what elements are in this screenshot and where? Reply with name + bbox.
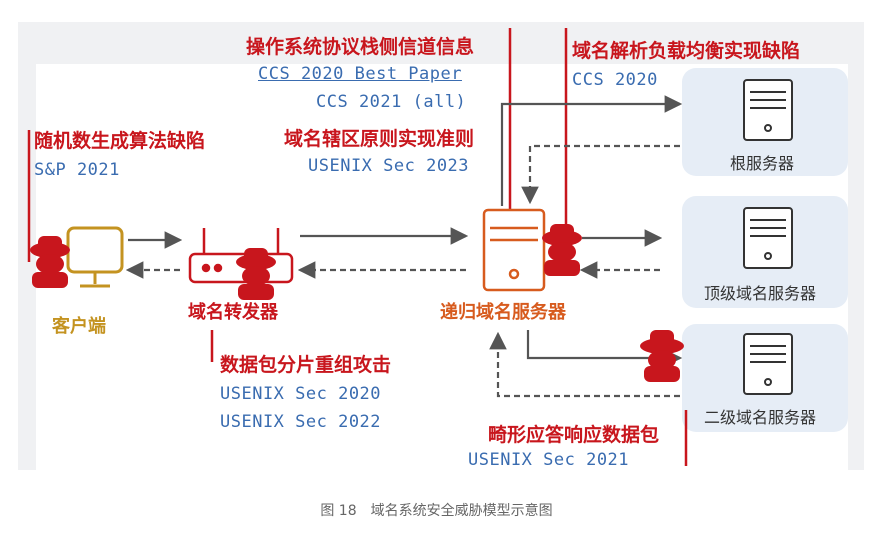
forwarder-label: 域名转发器 — [188, 302, 278, 323]
arrow-root-resolver — [521, 144, 680, 205]
sp2021-label: S&P 2021 — [34, 160, 120, 180]
tld-server-label: 顶级域名服务器 — [704, 284, 817, 303]
usenix2020-label: USENIX Sec 2020 — [220, 384, 382, 404]
ccs2020-label: CCS 2020 — [572, 70, 658, 90]
root-server-label: 根服务器 — [730, 154, 795, 173]
attacker-icon-forwarder — [236, 248, 276, 300]
attacker-icon-sld — [640, 330, 684, 382]
tld-server-icon — [743, 207, 793, 269]
sld-server-icon — [743, 333, 793, 395]
os-side-channel-label: 操作系统协议栈侧信道信息 — [246, 36, 475, 58]
root-server-icon — [743, 79, 793, 141]
attacker-icon-resolver — [542, 224, 582, 276]
usenix2021-label: USENIX Sec 2021 — [468, 450, 630, 470]
sld-server-label: 二级域名服务器 — [704, 408, 817, 427]
resolver-server-icon — [482, 208, 546, 292]
ccs2021-label: CCS 2021 (all) — [316, 92, 467, 112]
router-icon — [188, 228, 294, 284]
client-label: 客户端 — [52, 316, 106, 337]
arrow-sld-resolver — [489, 331, 680, 398]
frag-attack-label: 数据包分片重组攻击 — [220, 354, 392, 376]
attacker-icon-client — [30, 236, 70, 288]
resolver-label: 递归域名服务器 — [440, 302, 566, 323]
figure-caption: 图 18 域名系统安全威胁模型示意图 — [320, 503, 553, 519]
rng-defect-label: 随机数生成算法缺陷 — [34, 130, 206, 152]
usenix2023-label: USENIX Sec 2023 — [308, 156, 470, 176]
arrow-resolver-sld — [526, 330, 683, 367]
arrow-resolver-root — [500, 95, 683, 206]
client-monitor-icon — [66, 226, 124, 288]
ccs2020-best-paper-link[interactable]: CCS 2020 Best Paper — [258, 64, 462, 84]
zone-rule-label: 域名辖区原则实现准则 — [284, 128, 475, 150]
threat-lines — [27, 28, 688, 466]
malformed-response-label: 畸形应答响应数据包 — [488, 424, 660, 446]
usenix2022-label: USENIX Sec 2022 — [220, 412, 382, 432]
lb-defect-label: 域名解析负载均衡实现缺陷 — [572, 40, 801, 62]
